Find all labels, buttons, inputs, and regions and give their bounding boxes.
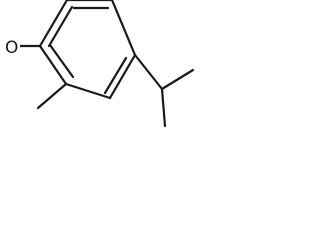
bond-c1-c2-double-inner	[47, 5, 74, 48]
bond-c6-c7-double-outer	[38, 44, 68, 86]
bond-c4-c5-double-inner	[103, 56, 128, 95]
bond-c3-c4	[110, 0, 137, 57]
bond-c1-c2-double-outer	[38, 0, 69, 48]
molecule-drawing: O	[4, 0, 195, 128]
structure-diagram: O	[0, 0, 207, 134]
bond-isopropyl-ch	[133, 53, 164, 91]
bond-isopropyl-me1	[160, 68, 195, 91]
oxygen-atom-label: O	[5, 38, 18, 58]
bond-isopropyl-me2	[160, 87, 167, 128]
bond-methyl	[36, 82, 68, 110]
bond-c6-c7-double-inner	[48, 43, 75, 79]
bond-c4-c5-double-outer	[108, 53, 137, 100]
oxygen-label-bg	[4, 37, 20, 57]
bond-c5-c6	[64, 82, 112, 100]
